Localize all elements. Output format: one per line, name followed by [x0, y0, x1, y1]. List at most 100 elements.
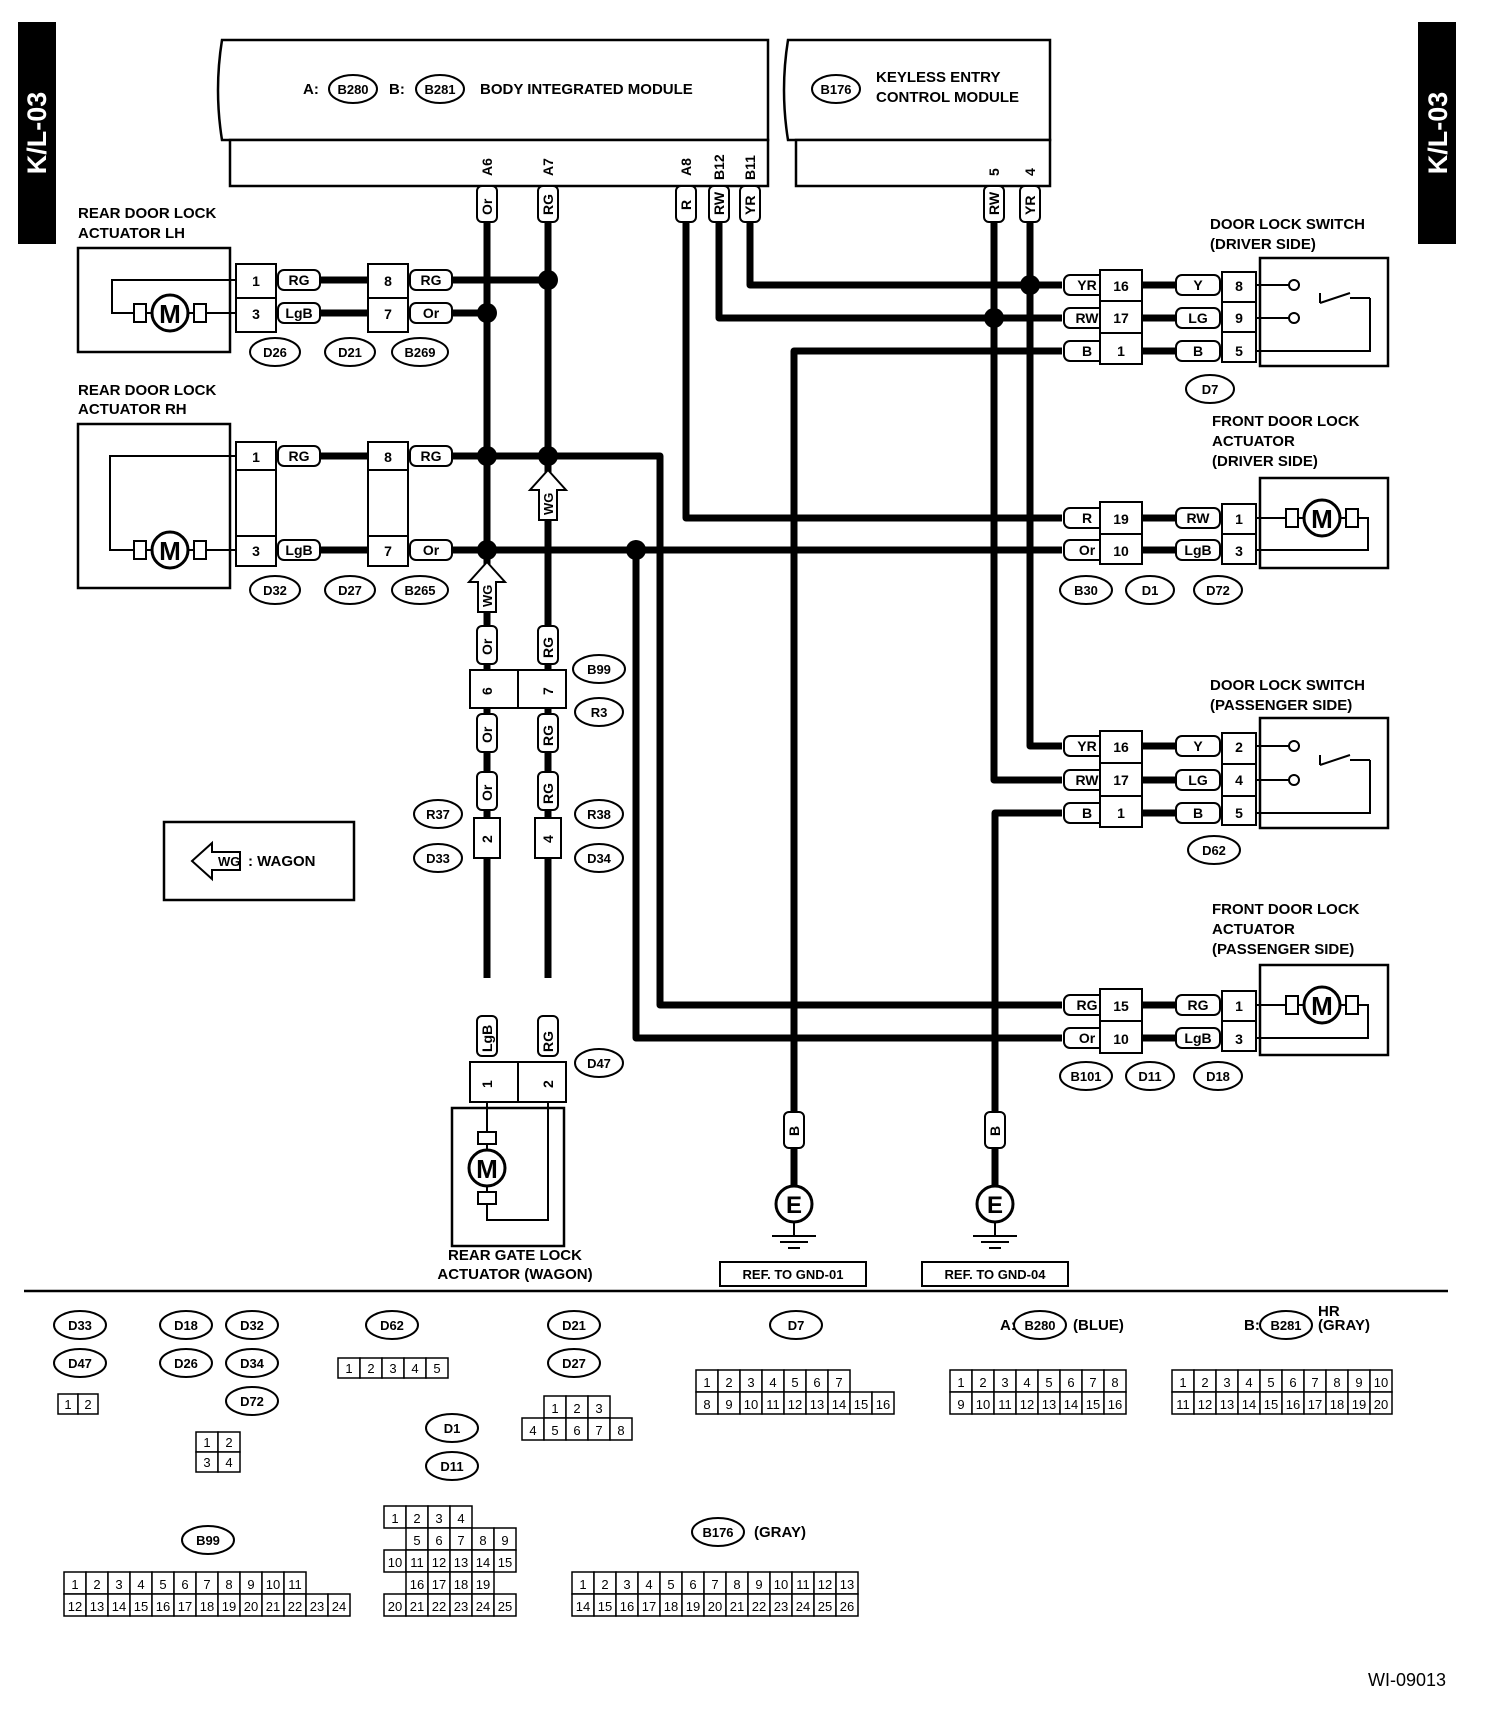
- bim-pin-labels: A6 A7 A8 B12 B11: [479, 154, 758, 180]
- wg-arrow-rg: WG: [527, 468, 569, 521]
- g9-pin-10: 10: [266, 1577, 280, 1592]
- svg-text:REAR DOOR LOCK: REAR DOOR LOCK: [78, 205, 217, 222]
- g7-pin-6: 6: [1289, 1375, 1296, 1390]
- svg-text:YR: YR: [1077, 738, 1096, 754]
- g7-pin-1: 1: [1179, 1375, 1186, 1390]
- svg-text:R: R: [1082, 510, 1092, 526]
- svg-text:WG: WG: [541, 493, 556, 515]
- svg-text:M: M: [1311, 991, 1333, 1021]
- door-lock-switch-driver: DOOR LOCK SWITCH (DRIVER SIDE) YR RW B 1…: [1063, 216, 1390, 404]
- g8-pin-7: 7: [457, 1533, 464, 1548]
- rear-gate-lock-actuator: LgB RG 1 2 D47 M REAR GATE LOCK ACTUATOR…: [437, 1015, 624, 1283]
- g7-pin-10: 10: [1374, 1375, 1388, 1390]
- g10-pin-19: 19: [686, 1599, 700, 1614]
- svg-text:ACTUATOR LH: ACTUATOR LH: [78, 225, 185, 242]
- g9-pin-13: 13: [90, 1599, 104, 1614]
- g7-pin-18: 18: [1330, 1397, 1344, 1412]
- keyless-conn-id: B176: [820, 82, 851, 97]
- g8-pin-22: 22: [432, 1599, 446, 1614]
- svg-text:R: R: [678, 200, 694, 210]
- svg-text:7: 7: [540, 687, 556, 695]
- svg-text:D26: D26: [263, 345, 287, 360]
- g10-pin-23: 23: [774, 1599, 788, 1614]
- wire-pass-or: [632, 550, 1062, 1042]
- wire-gnd-01: [790, 347, 1062, 1160]
- g8-pin-11: 11: [410, 1555, 424, 1570]
- g8-pin-15: 15: [498, 1555, 512, 1570]
- g9-pin-5: 5: [159, 1577, 166, 1592]
- g10-pin-21: 21: [730, 1599, 744, 1614]
- svg-text:FRONT DOOR LOCK: FRONT DOOR LOCK: [1212, 901, 1360, 918]
- g10-pin-17: 17: [642, 1599, 656, 1614]
- wire-yr-driver: [746, 218, 1062, 289]
- g4-pin-5: 5: [551, 1423, 558, 1438]
- connector-id-D26: D26: [174, 1356, 198, 1371]
- svg-text:16: 16: [1113, 278, 1129, 294]
- wire-keyless-yr: [1026, 218, 1062, 750]
- svg-text:4: 4: [1235, 772, 1243, 788]
- svg-text:Y: Y: [1193, 738, 1203, 754]
- g4-pin-4: 4: [529, 1423, 536, 1438]
- g7-pin-11: 11: [1176, 1397, 1190, 1412]
- g4-pin-8: 8: [617, 1423, 624, 1438]
- g5-pin-10: 10: [744, 1397, 758, 1412]
- svg-text:1: 1: [252, 449, 260, 465]
- g9-pin-19: 19: [222, 1599, 236, 1614]
- connector-id-D21: D21: [562, 1318, 586, 1333]
- g7-pin-9: 9: [1355, 1375, 1362, 1390]
- svg-text:1: 1: [1235, 511, 1243, 527]
- svg-text:FRONT DOOR LOCK: FRONT DOOR LOCK: [1212, 413, 1360, 430]
- g5-pin-7: 7: [835, 1375, 842, 1390]
- svg-text:ACTUATOR: ACTUATOR: [1212, 921, 1295, 938]
- svg-text:LgB: LgB: [1184, 1030, 1211, 1046]
- svg-text:16: 16: [1113, 739, 1129, 755]
- g7-pin-8: 8: [1333, 1375, 1340, 1390]
- bim-wire-tags: Or RG R RW YR: [476, 185, 761, 223]
- body-integrated-module: A: B280 B: B281 BODY INTEGRATED MODULE: [216, 38, 770, 188]
- keyless-title-2: CONTROL MODULE: [876, 89, 1019, 106]
- g10-pin-11: 11: [796, 1577, 810, 1592]
- wire-keyless-rw: [990, 218, 1062, 784]
- svg-text:10: 10: [1113, 1031, 1129, 1047]
- g4-pin-1: 1: [551, 1401, 558, 1416]
- svg-text:Or: Or: [479, 726, 495, 743]
- svg-text:LG: LG: [1188, 310, 1208, 326]
- svg-text:5: 5: [1235, 343, 1243, 359]
- g8-pin-18: 18: [454, 1577, 468, 1592]
- svg-text:YR: YR: [742, 196, 758, 215]
- g7-pin-5: 5: [1267, 1375, 1274, 1390]
- g7-pin-17: 17: [1308, 1397, 1322, 1412]
- g6-pin-6: 6: [1067, 1375, 1074, 1390]
- svg-text:M: M: [159, 536, 181, 566]
- g8-pin-16: 16: [410, 1577, 424, 1592]
- g5-pin-13: 13: [810, 1397, 824, 1412]
- svg-text:D18: D18: [1206, 1069, 1230, 1084]
- svg-text:7: 7: [384, 543, 392, 559]
- g3-pin-2: 2: [367, 1361, 374, 1376]
- svg-text:RG: RG: [421, 448, 442, 464]
- svg-text:Or: Or: [1079, 542, 1096, 558]
- connector-id-B280: B280: [1024, 1318, 1055, 1333]
- svg-text:6: 6: [479, 687, 495, 695]
- g9-pin-23: 23: [310, 1599, 324, 1614]
- g6-pin-14: 14: [1064, 1397, 1078, 1412]
- svg-text:B30: B30: [1074, 583, 1098, 598]
- g5-pin-16: 16: [876, 1397, 890, 1412]
- g7-pin-3: 3: [1223, 1375, 1230, 1390]
- svg-text:RG: RG: [540, 637, 556, 658]
- side-tab-left: K/L-03: [18, 22, 56, 244]
- svg-text:15: 15: [1113, 998, 1129, 1014]
- wires: [306, 218, 1062, 1160]
- g10-pin-14: 14: [576, 1599, 590, 1614]
- g8-pin-3: 3: [435, 1511, 442, 1526]
- bim-a-conn-id: B280: [328, 74, 378, 104]
- g4-pin-7: 7: [595, 1423, 602, 1438]
- front-door-lock-actuator-passenger: FRONT DOOR LOCK ACTUATOR (PASSENGER SIDE…: [1059, 901, 1390, 1091]
- svg-text:ACTUATOR: ACTUATOR: [1212, 433, 1295, 450]
- legend-wagon: WG : WAGON: [162, 820, 356, 902]
- g6-pin-11: 11: [998, 1397, 1012, 1412]
